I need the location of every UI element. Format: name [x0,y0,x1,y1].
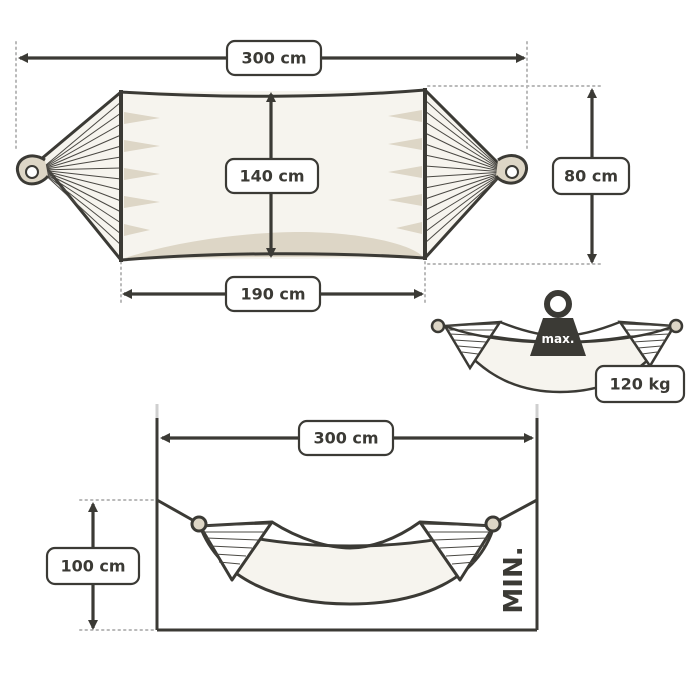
bed-length-label: 190 cm [240,285,305,304]
bed-width-label: 140 cm [239,167,304,186]
dimension-height: 100 cm [45,502,141,630]
right-end-cords [423,88,529,260]
top-view: 300 cm 140 cm 80 cm 190 cm [15,39,631,313]
span-label: 300 cm [313,429,378,448]
left-end-cords [15,90,123,262]
total-length-label: 300 cm [241,49,306,68]
load-illustration: max. 120 kg [430,290,686,404]
side-view: 300 cm 100 cm MIN. [45,404,539,632]
dimension-bed-width: 140 cm [224,92,320,258]
dimension-bed-length: 190 cm [122,275,424,313]
weight-icon: max. [530,290,586,356]
dimension-span: 300 cm [160,419,534,457]
end-height-label: 80 cm [564,167,618,186]
min-label: MIN. [499,546,529,613]
dimension-end-height: 80 cm [551,88,631,264]
height-label: 100 cm [60,557,125,576]
max-load-label: 120 kg [609,375,670,394]
weight-label: max. [542,332,575,346]
dimension-total-length: 300 cm [18,39,526,77]
